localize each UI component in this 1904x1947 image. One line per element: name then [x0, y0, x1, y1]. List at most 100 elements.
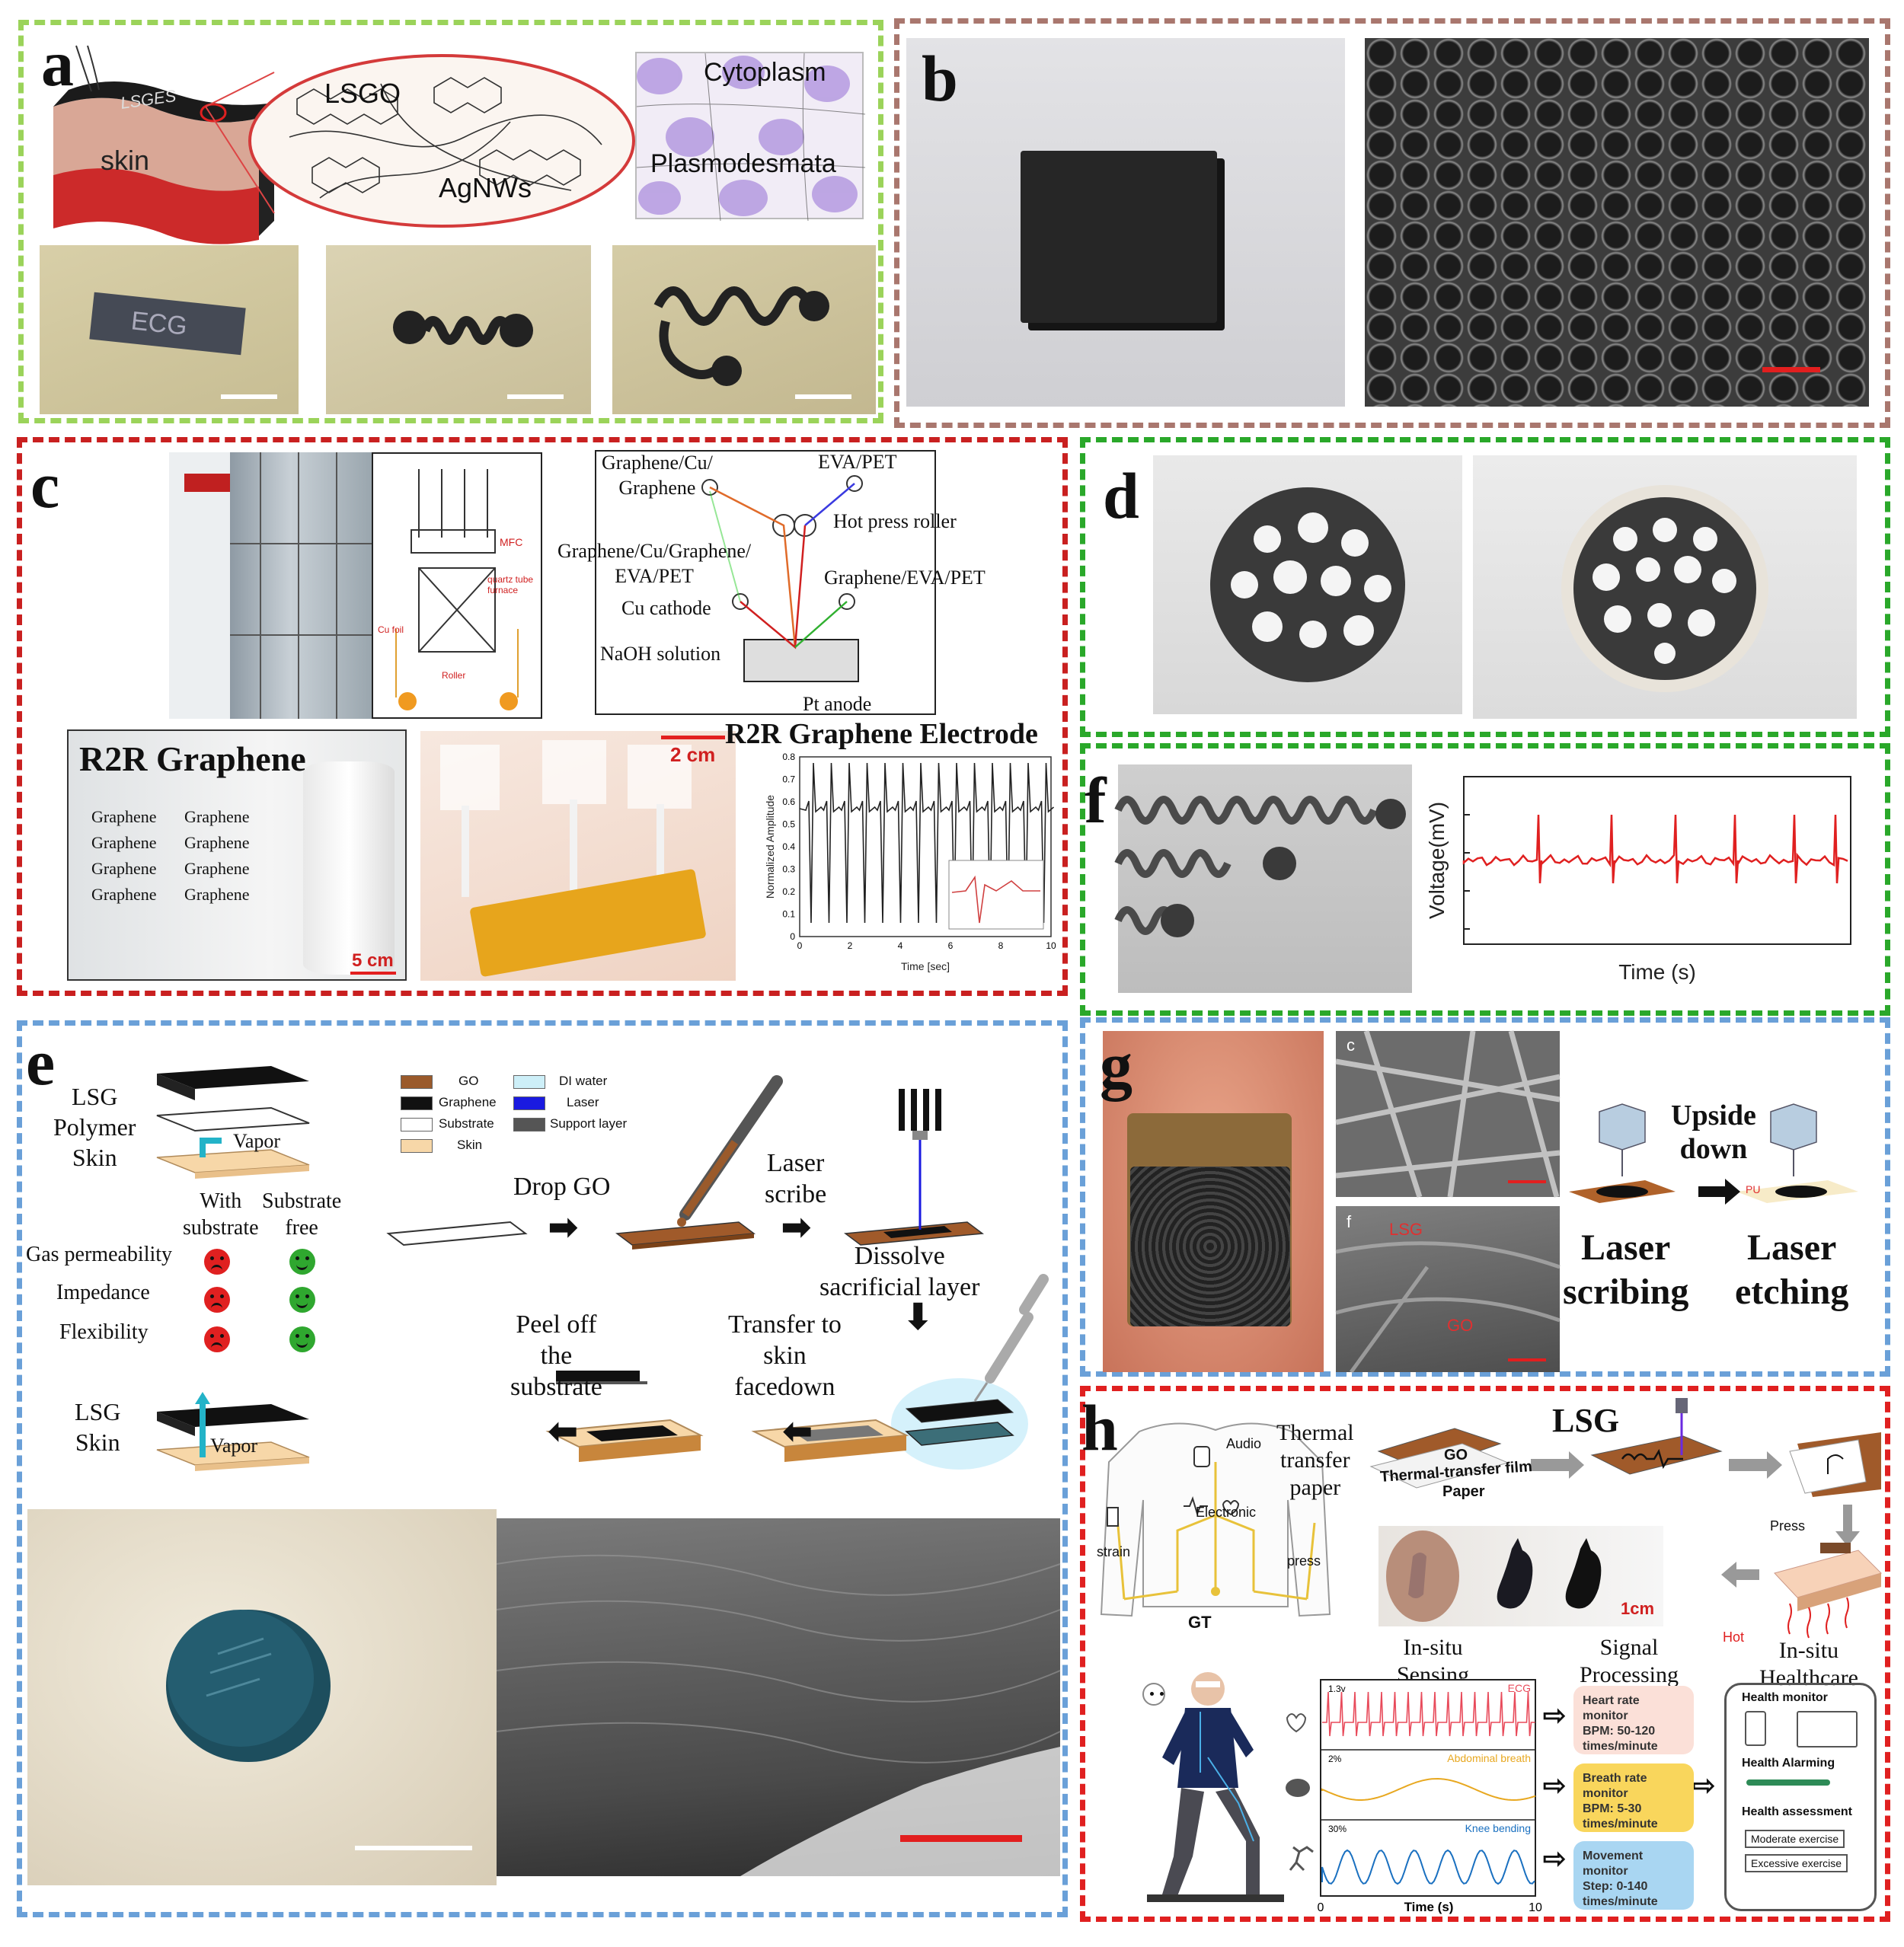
legend-label: DI water: [559, 1074, 608, 1088]
in-situ-healthcare-label: In-situ Healthcare: [1759, 1638, 1858, 1690]
gt-label: GT: [1188, 1613, 1212, 1632]
graphene-word: Graphene: [184, 859, 250, 878]
scale-bar: [350, 972, 396, 975]
mfc-label: MFC: [500, 536, 523, 548]
moderate-exercise-label: Moderate exercise: [1745, 1830, 1845, 1848]
roller-label: Roller: [442, 670, 466, 681]
breath-rate-monitor-box: Breath rate monitor BPM: 5-30 times/minu…: [1573, 1763, 1694, 1832]
ecg-chart-title: R2R Graphene Electrode: [725, 718, 1038, 750]
laser-scribe-label: Laser scribe: [765, 1149, 827, 1208]
thermal-transfer-process-illustration: [1369, 1398, 1882, 1639]
panel-g-label: g: [1100, 1029, 1132, 1102]
panel-a: [18, 20, 883, 423]
x-tick-label: 8: [998, 940, 1004, 951]
legend-label: Graphene: [439, 1095, 497, 1109]
legend-swatch-substrate: [401, 1118, 433, 1131]
graphene-word: Graphene: [91, 807, 157, 826]
graphene-word: Graphene: [91, 859, 157, 878]
lsg-on-skin-photo: [27, 1509, 497, 1885]
legend-label: GO: [458, 1074, 479, 1088]
plot-area: [799, 756, 1052, 937]
panel-g: [1080, 1017, 1890, 1377]
laser-scribing-label: Laser scribing: [1563, 1227, 1689, 1312]
plot-area: [1320, 1679, 1536, 1897]
lsg-on-fingertip-photo: [1103, 1031, 1324, 1372]
panel-e: [17, 1020, 1068, 1917]
panel-h: [1080, 1386, 1890, 1922]
sem-label-f: f: [1347, 1212, 1352, 1231]
skin-device-illustration: [53, 45, 274, 244]
legend-swatch-graphene: [401, 1096, 433, 1110]
process-flow-illustration: [386, 1075, 1049, 1470]
panel-h-label: h: [1081, 1391, 1118, 1464]
knee-bending-tag: Knee bending: [1465, 1822, 1531, 1834]
sad-face-icon: [204, 1287, 230, 1313]
graphene-word: Graphene: [184, 885, 250, 904]
x-tick-label: 4: [898, 940, 903, 951]
x-tick-label: 6: [948, 940, 954, 951]
time-axis-label: Time (s): [1404, 1900, 1454, 1914]
y-tick-label: 0.8: [782, 752, 795, 762]
electronic-label: Electronic: [1196, 1505, 1257, 1520]
person-wearing-sensors: [1147, 1672, 1284, 1902]
fiber-sem-image: c: [1335, 1029, 1561, 1199]
panel-b: [894, 18, 1890, 428]
x-tick-label: 10: [1046, 940, 1056, 951]
graphene-electrode-pcb-photo: [420, 731, 736, 981]
lsg-polymer-skin-illustration: [156, 1066, 310, 1179]
vapor-label-bottom: Vapor: [210, 1435, 258, 1457]
voltage-tag: 1.3v: [1328, 1684, 1346, 1694]
happy-face-icon: [289, 1249, 315, 1275]
flexibility-label: Flexibility: [59, 1320, 149, 1344]
legend-label: Laser: [567, 1095, 599, 1109]
dissolve-label: Dissolve sacrificial layer: [819, 1242, 980, 1301]
scale-label-5cm: 5 cm: [352, 950, 394, 971]
voltage-ylabel: Voltage(mV): [1425, 802, 1449, 919]
strain-label: strain: [1097, 1544, 1131, 1559]
hot-label: Hot: [1723, 1629, 1745, 1645]
smart-garment-illustration: [1100, 1422, 1331, 1617]
porous-foam-photo: [906, 38, 1345, 407]
happy-face-icon: [289, 1326, 315, 1352]
scale-bar: [900, 1835, 1022, 1842]
panel-a-label: a: [41, 27, 74, 100]
right-arrow-icon: ⇨: [1543, 1700, 1567, 1731]
lsg-sem-cross-section: [496, 1518, 1061, 1876]
health-assessment-label: Health assessment: [1742, 1805, 1852, 1818]
alarm-waveform: [1746, 1779, 1830, 1786]
legend-swatch-support-layer: [513, 1118, 545, 1131]
lsg-ecg-photo: ECG: [40, 245, 299, 414]
x-tick-10: 10: [1529, 1901, 1542, 1914]
legend-label: Substrate: [439, 1116, 494, 1131]
pt-anode-label: Pt anode: [803, 693, 872, 715]
lsg-tag: LSG: [1389, 1220, 1423, 1239]
drop-go-label: Drop GO: [513, 1173, 611, 1201]
right-arrow-icon: ➡: [548, 1207, 578, 1246]
panel-d: [1080, 437, 1890, 737]
legend-label: Support layer: [550, 1116, 628, 1131]
plasmodesmata-label: Plasmodesmata: [650, 149, 836, 178]
time-xlabel: Time (s): [1618, 960, 1696, 984]
right-arrow-icon: ⇨: [1692, 1770, 1716, 1801]
panel-f: [1080, 743, 1890, 1016]
material-legend: GO DI water Graphene Laser Substrate Sup…: [401, 1074, 652, 1157]
left-arrow-icon: ⬅: [783, 1411, 813, 1451]
press-step-label: Press: [1770, 1518, 1806, 1534]
lsg-go-sem-image: f LSG GO: [1335, 1206, 1561, 1374]
naoh-label: NaOH solution: [600, 643, 721, 665]
r2r-graphene-photo: R2R Graphene: [67, 729, 407, 981]
ecg-letters: ECG: [129, 306, 189, 341]
scale-bar: [221, 394, 277, 399]
impedance-label: Impedance: [56, 1281, 150, 1304]
ear-icon: [1142, 1683, 1165, 1706]
thermal-transfer-paper-label: Thermal transfer paper: [1276, 1420, 1354, 1500]
legend-swatch-go: [401, 1075, 433, 1089]
graphene-cu-graphene-label: Graphene/Cu/ Graphene: [602, 452, 713, 499]
panel-d-label: d: [1103, 459, 1139, 532]
lsgo-agnws-zoom-ellipse: [205, 54, 635, 228]
abdominal-breath-tag: Abdominal breath: [1447, 1752, 1531, 1764]
legend-swatch-skin: [401, 1139, 433, 1153]
sad-face-icon: [204, 1326, 230, 1352]
quartz-label: quartz tube furnace: [487, 574, 534, 595]
porous-sem-image: [1365, 38, 1869, 407]
